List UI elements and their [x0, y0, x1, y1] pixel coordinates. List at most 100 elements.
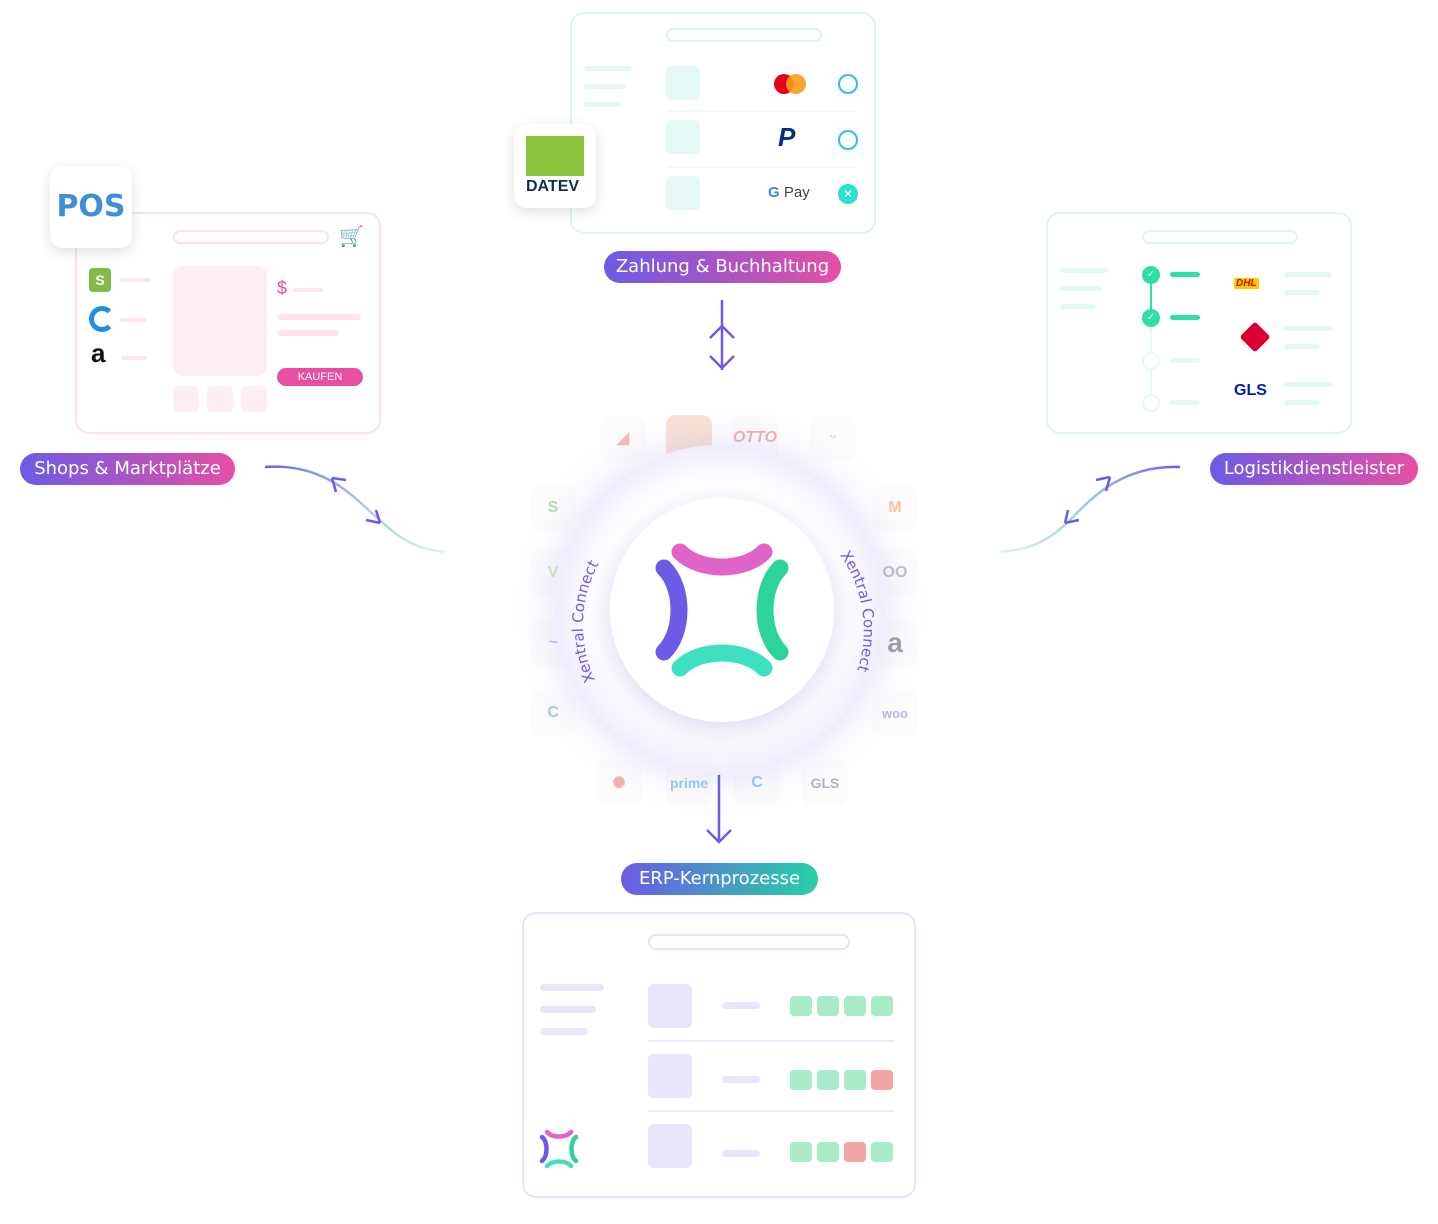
- placeholder-line: [584, 66, 632, 71]
- shopify-icon: S: [89, 268, 111, 292]
- shopware-icon: [89, 306, 115, 332]
- placeholder-line: [540, 1028, 588, 1035]
- erp-status-green: [871, 996, 893, 1016]
- erp-status-green: [817, 1070, 839, 1090]
- label-logistics: Logistikdienstleister: [1210, 453, 1418, 485]
- datev-badge: DATEV: [514, 124, 596, 208]
- placeholder-line: [540, 1006, 596, 1013]
- placeholder-line: [722, 1076, 760, 1083]
- erp-status-red: [844, 1142, 866, 1162]
- placeholder-line: [1284, 382, 1332, 387]
- placeholder-line: [1284, 290, 1320, 295]
- erp-status-green: [844, 1070, 866, 1090]
- shop-card: 🛒 S a $ KAUFEN: [75, 212, 381, 434]
- erp-status-green: [790, 1142, 812, 1162]
- pos-badge: POS: [50, 166, 132, 248]
- erp-status-green: [817, 996, 839, 1016]
- erp-status-green: [871, 1142, 893, 1162]
- amazon-icon: a: [91, 338, 106, 368]
- placeholder-line: [1284, 326, 1332, 331]
- shop-url-bar: [173, 230, 329, 244]
- placeholder-line: [293, 288, 323, 292]
- connector-logistics-arrow-b: [1063, 509, 1080, 525]
- logo-tile-magento: M: [872, 485, 918, 531]
- placeholder-line: [1284, 344, 1320, 349]
- timeline-track: [1150, 274, 1152, 404]
- erp-row-thumb: [648, 1124, 692, 1168]
- paypal-icon: P: [778, 122, 796, 152]
- placeholder-line: [722, 1002, 760, 1009]
- mastercard-icon-right: [786, 74, 806, 94]
- divider: [648, 1110, 894, 1112]
- thumb[interactable]: [173, 386, 199, 412]
- label-payment: Zahlung & Buchhaltung: [604, 251, 841, 283]
- buy-button[interactable]: KAUFEN: [277, 368, 363, 386]
- connector-logistics-arrow-a: [1095, 475, 1112, 492]
- timeline-line-done: [1170, 272, 1200, 277]
- thumb[interactable]: [207, 386, 233, 412]
- timeline-step-done: ✓: [1142, 266, 1160, 284]
- logo-tile-red: ◢: [600, 415, 646, 461]
- connector-shops: [264, 465, 446, 554]
- placeholder-line: [1060, 304, 1096, 309]
- hub-label-left: Xentral Connect: [569, 557, 602, 685]
- cart-icon: 🛒: [339, 226, 364, 248]
- placeholder-line: [540, 984, 604, 991]
- erp-row-thumb: [648, 984, 692, 1028]
- logo-tile-woo: woo: [872, 690, 918, 736]
- logo-tile-gls: GLS: [802, 760, 848, 806]
- timeline-line: [1170, 400, 1200, 405]
- payment-card: P G Pay ✕: [570, 12, 876, 234]
- placeholder-line: [277, 314, 361, 320]
- erp-status-green: [817, 1142, 839, 1162]
- hub-label-right: Xentral Connect: [837, 547, 878, 674]
- placeholder-line: [277, 330, 339, 336]
- label-shops: Shops & Marktplätze: [20, 453, 235, 485]
- connector-shops-arrow-a: [330, 476, 347, 493]
- placeholder-line: [119, 278, 151, 282]
- erp-card: [522, 912, 916, 1198]
- price-symbol: $: [277, 278, 288, 298]
- timeline-step-pending: [1142, 394, 1160, 412]
- error-icon: ✕: [838, 184, 858, 204]
- check-icon: [838, 74, 858, 94]
- dpd-icon: [1239, 321, 1271, 353]
- google-pay-icon: G Pay: [768, 184, 810, 201]
- payment-row-thumb: [666, 66, 700, 100]
- placeholder-line: [1060, 268, 1108, 273]
- timeline-line: [1170, 358, 1200, 363]
- timeline-line-done: [1170, 315, 1200, 320]
- timeline-step-pending: [1142, 352, 1160, 370]
- logo-tile-shopware: C: [530, 690, 576, 736]
- payment-row-thumb: [666, 120, 700, 154]
- google-g: G: [768, 184, 780, 201]
- divider: [666, 166, 856, 168]
- hub-ring-text: Xentral Connect Xentral Connect: [569, 547, 878, 685]
- erp-url-bar: [648, 934, 850, 950]
- datev-label: DATEV: [526, 178, 580, 195]
- product-image: [173, 266, 267, 376]
- placeholder-line: [119, 318, 147, 322]
- gls-icon: GLS: [1234, 382, 1267, 399]
- google-pay-label: Pay: [783, 184, 810, 201]
- logistics-card: ✓ ✓ DHL GLS: [1046, 212, 1352, 434]
- dhl-icon: DHL: [1234, 278, 1259, 289]
- erp-status-green: [844, 996, 866, 1016]
- divider: [666, 110, 856, 112]
- xentral-logo-icon: [655, 543, 789, 677]
- logo-tile-shopify: S: [530, 485, 576, 531]
- connector-logistics: [999, 465, 1181, 554]
- thumb[interactable]: [241, 386, 267, 412]
- payment-row-thumb: [666, 176, 700, 210]
- placeholder-line: [1060, 286, 1102, 291]
- label-erp: ERP-Kernprozesse: [621, 863, 818, 895]
- placeholder-line: [584, 84, 626, 89]
- placeholder-line: [121, 356, 147, 360]
- timeline-progress: [1150, 274, 1152, 318]
- placeholder-line: [584, 102, 620, 107]
- connector-shops-arrow-b: [365, 509, 382, 525]
- placeholder-line: [1284, 272, 1332, 277]
- placeholder-line: [722, 1150, 760, 1157]
- payment-url-bar: [666, 28, 822, 42]
